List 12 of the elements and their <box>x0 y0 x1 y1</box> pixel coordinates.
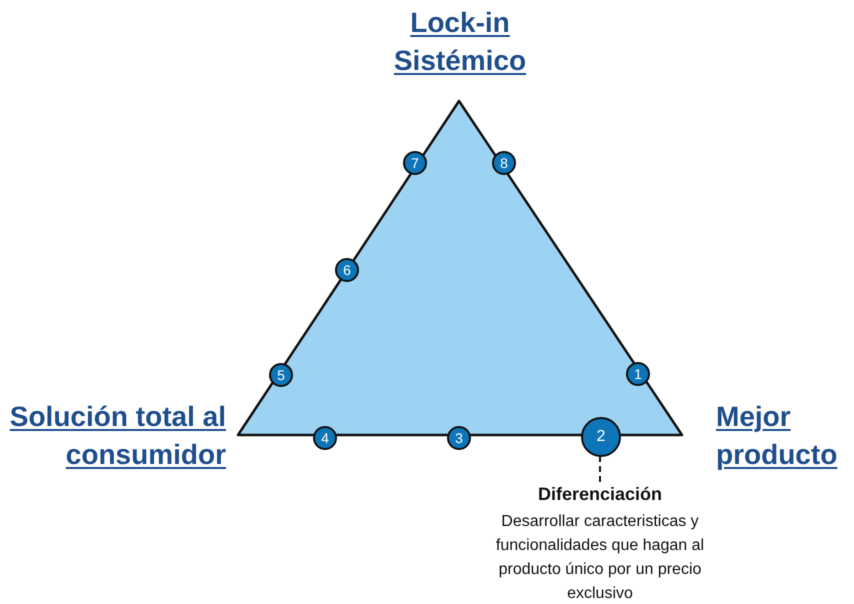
number-circle: 3 <box>447 426 471 450</box>
corner-heading: Solución total al consumidor <box>8 400 226 472</box>
corner-heading: Mejor producto <box>716 400 838 472</box>
callout-heading: Diferenciación <box>536 483 664 506</box>
number-circle: 4 <box>313 426 337 450</box>
number-circle: 7 <box>403 151 427 175</box>
number-circle: 2 <box>581 417 621 457</box>
leader-line <box>599 456 601 482</box>
number-circle: 6 <box>335 258 359 282</box>
corner-heading: Lock-in Sistémico <box>392 6 528 78</box>
number-circle: 8 <box>492 151 516 175</box>
callout-description: Desarrollar caracteristicas y funcionalidades que hagan al producto único por un precio exclusivo <box>494 512 706 604</box>
